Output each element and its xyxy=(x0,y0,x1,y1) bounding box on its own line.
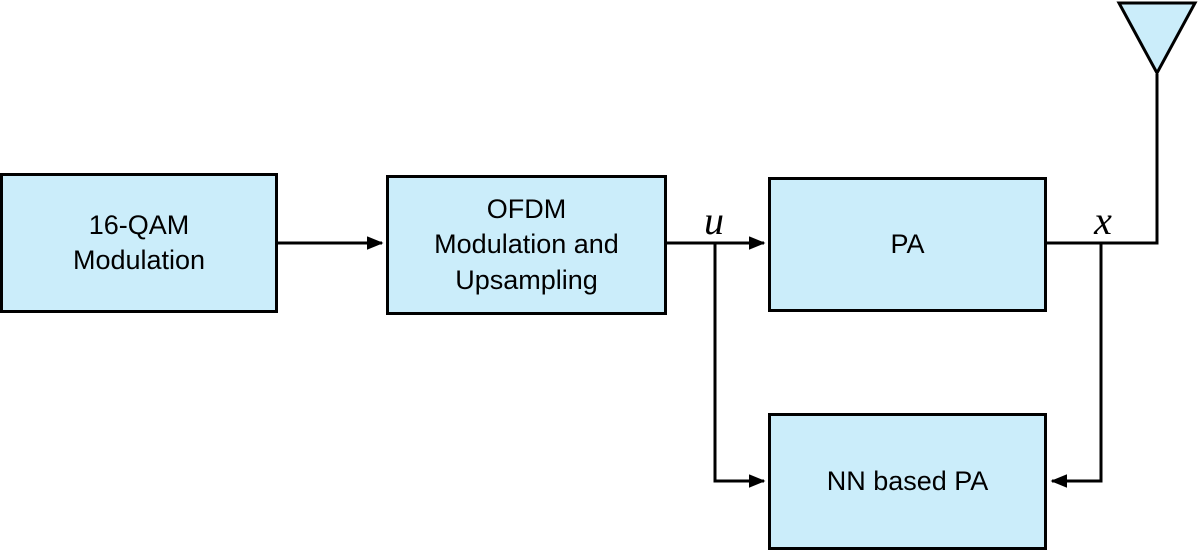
block-nn-based-pa xyxy=(768,413,1047,550)
block-pa xyxy=(768,177,1047,312)
block-ofdm-modulation xyxy=(386,175,667,315)
block-16qam-modulation xyxy=(0,173,278,313)
antenna-icon xyxy=(1116,1,1198,77)
connector-u-to-nnpa xyxy=(713,243,766,488)
connector-x-to-nnpa xyxy=(1050,243,1103,488)
connector-pa-to-antenna xyxy=(1047,74,1159,245)
